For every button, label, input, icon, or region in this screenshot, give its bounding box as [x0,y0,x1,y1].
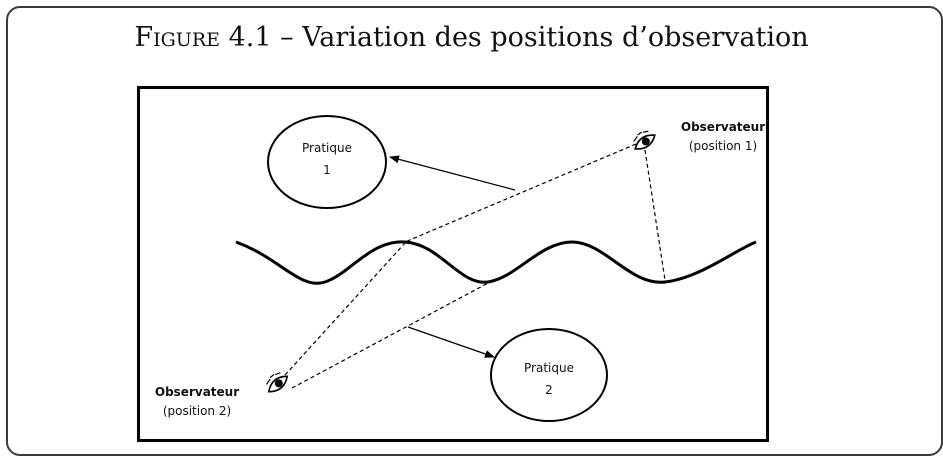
sight-line-obs2-to-trough [291,281,491,389]
observer-2-position: (position 2) [163,404,231,418]
figure-caption: Figure 4.1 – Variation des positions d’o… [0,22,943,53]
sight-lines [284,143,666,389]
diagram-box [137,86,769,442]
observer-2-name: Observateur [155,385,239,399]
sight-line-obs1-to-crest [404,143,637,243]
figure-caption-separator: – [271,22,303,53]
figure-caption-text: Variation des positions d’observation [302,22,809,53]
arrow-to-practice-2 [407,326,495,358]
practice-2-node: Pratique 2 [490,328,608,422]
practice-1-node: Pratique 1 [267,115,387,209]
practice-2-number: 2 [545,383,553,397]
figure-caption-prefix: Figure 4.1 [134,22,272,53]
sight-line-obs1-to-trough [644,149,666,281]
observer-1-position: (position 1) [689,139,757,153]
eye-icon [633,130,656,150]
observer-1-name: Observateur [681,120,765,134]
practice-1-number: 1 [323,163,331,177]
sight-line-obs2-to-crest [284,242,406,376]
observation-diagram: Pratique 1 Pratique 2 Observateur (posit… [155,115,765,422]
wavy-boundary-line [235,240,757,285]
practice-1-label: Pratique [302,141,352,155]
practice-2-label: Pratique [524,361,574,375]
eye-icon [266,372,289,393]
arrow-to-practice-1 [389,155,516,191]
